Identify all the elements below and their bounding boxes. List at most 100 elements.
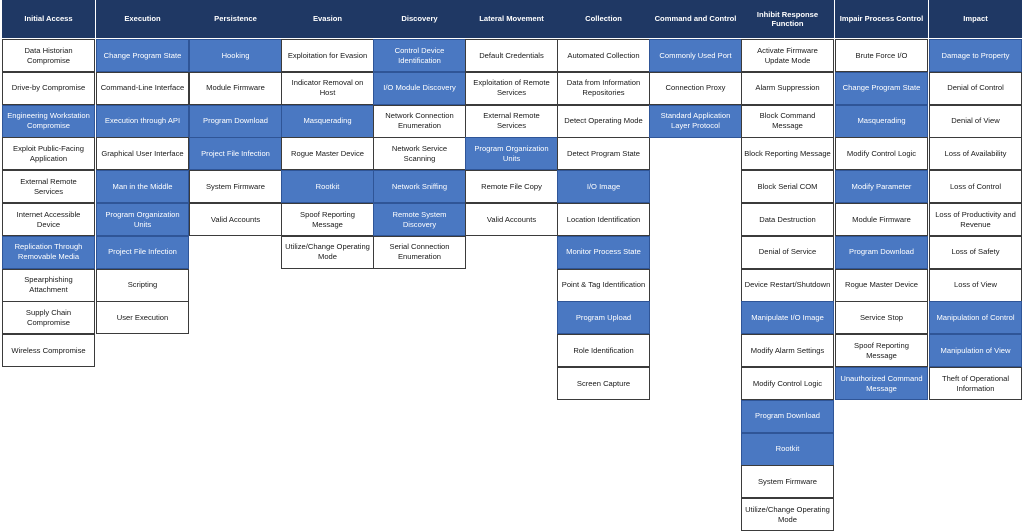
technique-cell: Exploitation of Remote Services (465, 71, 558, 105)
technique-cell: Theft of Operational Information (929, 367, 1022, 400)
technique-cell: Control Device Identification (373, 39, 466, 72)
technique-cell: Hooking (189, 39, 282, 72)
technique-cell: Block Command Message (741, 104, 834, 138)
tactic-header: Evasion (281, 0, 374, 38)
technique-cell: Rogue Master Device (835, 268, 928, 302)
technique-cell: Change Program State (835, 71, 928, 105)
tactic-header: Impact (929, 0, 1022, 38)
technique-cell: Denial of View (929, 104, 1022, 138)
technique-cell: Commonly Used Port (649, 39, 742, 72)
technique-cell: Scripting (96, 268, 189, 302)
technique-cell: Detect Operating Mode (557, 104, 650, 138)
technique-cell: Loss of Productivity and Revenue (929, 203, 1022, 236)
technique-cell: Masquerading (281, 104, 374, 138)
technique-cell: Serial Connection Enumeration (373, 235, 466, 269)
tactic-header: Collection (557, 0, 650, 38)
technique-cell: Utilize/Change Operating Mode (741, 498, 834, 532)
technique-cell: Program Organization Units (96, 203, 189, 236)
technique-cell: Exploit Public-Facing Application (2, 137, 95, 171)
technique-cell: Unauthorized Command Message (835, 367, 928, 400)
technique-cell: Brute Force I/O (835, 39, 928, 72)
technique-cell: Standard Application Layer Protocol (649, 104, 742, 138)
technique-cell: Detect Program State (557, 137, 650, 171)
technique-cell: Block Serial COM (741, 170, 834, 204)
technique-cell: System Firmware (741, 465, 834, 499)
technique-cell: Module Firmware (189, 71, 282, 105)
technique-cell: Remote System Discovery (373, 203, 466, 236)
tactic-header: Execution (96, 0, 189, 38)
technique-cell: Spoof Reporting Message (835, 334, 928, 368)
tactic-header: Lateral Movement (465, 0, 558, 38)
technique-cell: External Remote Services (465, 104, 558, 138)
technique-cell: Utilize/Change Operating Mode (281, 235, 374, 269)
tactic-header: Persistence (189, 0, 282, 38)
tactic-header: Impair Process Control (835, 0, 928, 38)
technique-cell: Program Organization Units (465, 137, 558, 171)
technique-cell: Man in the Middle (96, 170, 189, 204)
technique-cell: Program Download (189, 104, 282, 138)
technique-cell: I/O Module Discovery (373, 71, 466, 105)
technique-cell: Execution through API (96, 104, 189, 138)
technique-cell: Loss of Control (929, 170, 1022, 204)
technique-cell: Valid Accounts (189, 203, 282, 236)
technique-cell: Graphical User Interface (96, 137, 189, 171)
technique-cell: User Execution (96, 301, 189, 335)
technique-cell: Wireless Compromise (2, 334, 95, 368)
technique-cell: Rootkit (281, 170, 374, 204)
technique-cell: Damage to Property (929, 39, 1022, 72)
technique-cell: Indicator Removal on Host (281, 71, 374, 105)
technique-cell: Manipulate I/O Image (741, 301, 834, 335)
technique-cell: Denial of Control (929, 71, 1022, 105)
tactic-header: Initial Access (2, 0, 95, 38)
technique-cell: Command-Line Interface (96, 71, 189, 105)
technique-cell: Modify Alarm Settings (741, 334, 834, 368)
tactic-header: Inhibit Response Function (741, 0, 834, 38)
technique-cell: Activate Firmware Update Mode (741, 39, 834, 72)
technique-cell: Data from Information Repositories (557, 71, 650, 105)
technique-cell: Masquerading (835, 104, 928, 138)
technique-cell: Modify Control Logic (835, 137, 928, 171)
technique-cell: Alarm Suppression (741, 71, 834, 105)
technique-cell: Loss of View (929, 268, 1022, 302)
technique-cell: Remote File Copy (465, 170, 558, 204)
technique-cell: Data Historian Compromise (2, 39, 95, 72)
technique-cell: Service Stop (835, 301, 928, 335)
technique-cell: Default Credentials (465, 39, 558, 72)
technique-cell: Engineering Workstation Compromise (2, 104, 95, 138)
technique-cell: Supply Chain Compromise (2, 301, 95, 335)
technique-cell: Manipulation of View (929, 334, 1022, 368)
tactic-header: Command and Control (649, 0, 742, 38)
technique-cell: Internet Accessible Device (2, 203, 95, 236)
technique-cell: Device Restart/Shutdown (741, 268, 834, 302)
technique-cell: Program Download (741, 399, 834, 433)
technique-cell: Network Connection Enumeration (373, 104, 466, 138)
technique-cell: Program Download (835, 235, 928, 269)
technique-cell: Denial of Service (741, 235, 834, 269)
technique-cell: Drive-by Compromise (2, 71, 95, 105)
technique-cell: Modify Control Logic (741, 367, 834, 400)
technique-cell: Module Firmware (835, 203, 928, 236)
technique-cell: Manipulation of Control (929, 301, 1022, 335)
technique-cell: Spoof Reporting Message (281, 203, 374, 236)
technique-cell: Loss of Availability (929, 137, 1022, 171)
technique-cell: Change Program State (96, 39, 189, 72)
technique-cell: Rootkit (741, 432, 834, 466)
technique-cell: Exploitation for Evasion (281, 39, 374, 72)
technique-cell: Role Identification (557, 334, 650, 368)
technique-cell: Point & Tag Identification (557, 268, 650, 302)
technique-cell: Network Service Scanning (373, 137, 466, 171)
technique-cell: Project File Infection (189, 137, 282, 171)
technique-cell: Modify Parameter (835, 170, 928, 204)
technique-cell: External Remote Services (2, 170, 95, 204)
technique-cell: Data Destruction (741, 203, 834, 236)
technique-cell: Spearphishing Attachment (2, 268, 95, 302)
tactic-header: Discovery (373, 0, 466, 38)
technique-cell: Valid Accounts (465, 203, 558, 236)
technique-cell: Rogue Master Device (281, 137, 374, 171)
technique-cell: I/O Image (557, 170, 650, 204)
technique-cell: Location Identification (557, 203, 650, 236)
technique-cell: Loss of Safety (929, 235, 1022, 269)
technique-cell: Project File Infection (96, 235, 189, 269)
technique-cell: System Firmware (189, 170, 282, 204)
technique-cell: Network Sniffing (373, 170, 466, 204)
